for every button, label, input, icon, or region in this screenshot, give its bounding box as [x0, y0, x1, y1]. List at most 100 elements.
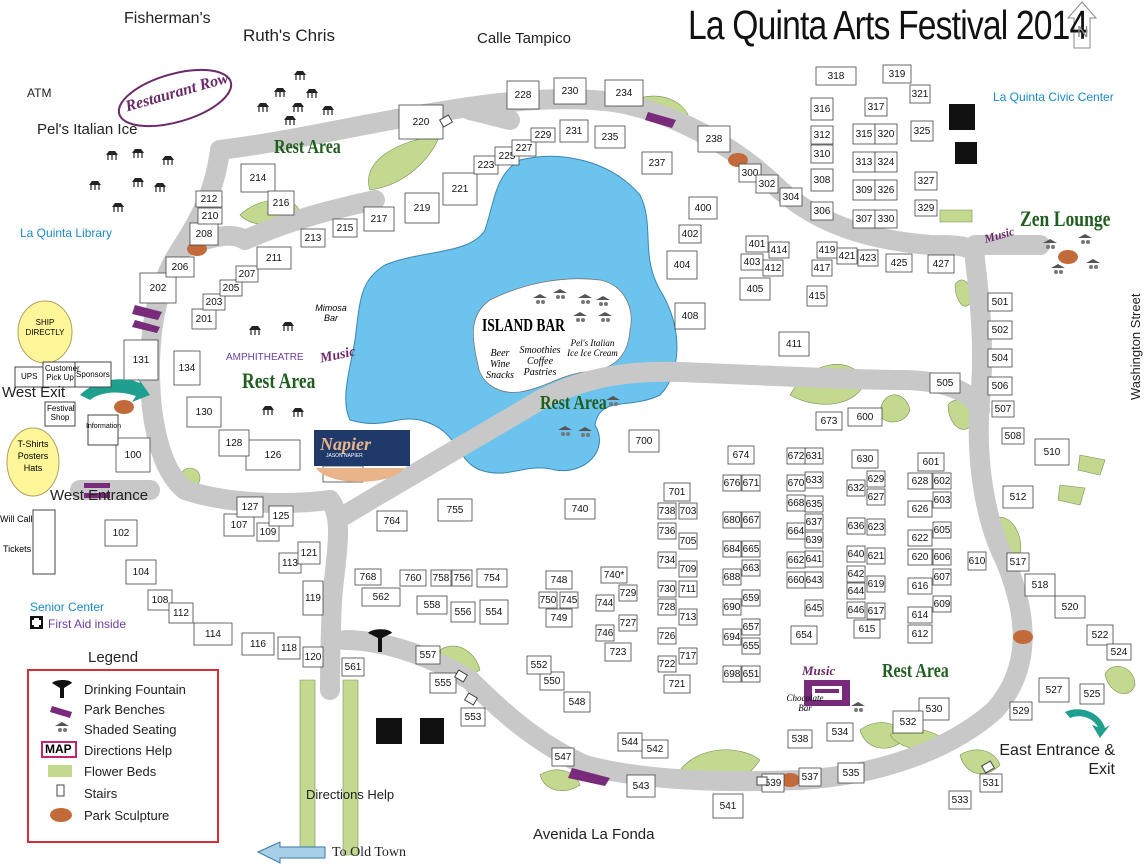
- booth-119: 119: [302, 580, 324, 616]
- booth-510: 510: [1034, 438, 1070, 466]
- legend-flower: Flower Beds: [84, 764, 157, 779]
- booth-642: 642: [846, 565, 866, 583]
- booth-660: 660: [786, 571, 806, 589]
- booth-709: 709: [678, 560, 698, 578]
- booth-623: 623: [866, 518, 886, 536]
- booth-label: 317: [868, 102, 885, 113]
- booth-label: 615: [859, 624, 876, 635]
- booth-325: 325: [910, 120, 934, 142]
- booth-726: 726: [657, 627, 677, 645]
- booth-label: 134: [179, 363, 196, 374]
- booth-label: 630: [857, 454, 874, 465]
- booth-label: 120: [305, 652, 322, 663]
- booth-label: 538: [792, 734, 809, 745]
- booth-632: 632: [846, 479, 866, 497]
- booth-label: 318: [828, 71, 845, 82]
- booth-label: 237: [649, 158, 666, 169]
- booth-619: 619: [866, 575, 886, 593]
- island-menu-3: Pel's Italian Ice Ice Cream: [567, 338, 618, 358]
- booth-403: 403: [740, 253, 764, 271]
- booth-label: 405: [747, 284, 764, 295]
- booth-659: 659: [741, 589, 761, 607]
- booth-738: 738: [657, 502, 677, 520]
- booth-502: 502: [987, 320, 1013, 340]
- booth-label: 108: [152, 595, 169, 606]
- booth-label: 654: [796, 630, 813, 641]
- booth-512: 512: [1002, 485, 1034, 509]
- booth-label: 502: [992, 325, 1009, 336]
- booth-518: 518: [1024, 573, 1056, 597]
- booth-label: 533: [952, 795, 969, 806]
- booth-label: 550: [544, 676, 561, 687]
- booth-228: 228: [506, 80, 540, 110]
- booth-label: 711: [680, 584, 696, 595]
- booth-label: 228: [515, 90, 532, 101]
- booth-657: 657: [741, 618, 761, 636]
- booth-729: 729: [618, 584, 638, 602]
- booth-754: 754: [476, 568, 508, 588]
- booth-703: 703: [678, 502, 698, 520]
- east-exit-arrow: [1065, 709, 1110, 738]
- booth-label: 534: [832, 727, 849, 738]
- booth-label: 330: [878, 214, 895, 225]
- booth-label: 505: [937, 378, 954, 389]
- booth-label: 632: [848, 483, 865, 494]
- booth-556: 556: [450, 601, 476, 623]
- booth-524: 524: [1106, 643, 1132, 661]
- ship-directly-label: SHIP DIRECTLY: [25, 318, 65, 337]
- booth-label: 543: [633, 781, 650, 792]
- booth-212: 212: [195, 190, 223, 208]
- booth-673: 673: [815, 411, 843, 431]
- booth-602: 602: [932, 472, 952, 490]
- booth-label: 730: [659, 584, 676, 595]
- booth-215: 215: [332, 218, 358, 238]
- tshirts-bubble: [6, 427, 60, 497]
- booth-414: 414: [768, 241, 790, 259]
- booth-411: 411: [778, 331, 810, 357]
- booth-530: 530: [918, 697, 950, 721]
- booth-517: 517: [1006, 552, 1030, 572]
- booth-230: 230: [553, 77, 587, 105]
- legend-box: [27, 669, 219, 843]
- booth-327: 327: [914, 171, 938, 191]
- booth-label: 507: [995, 404, 1012, 415]
- booth-412: 412: [762, 259, 784, 277]
- booth-label: 510: [1044, 447, 1061, 458]
- booth-label: 640: [848, 549, 865, 560]
- booth-208: 208: [189, 222, 219, 246]
- booth-label: 520: [1062, 602, 1079, 613]
- booth-312: 312: [810, 125, 834, 145]
- booth-609: 609: [932, 595, 952, 613]
- booth-label: 313: [856, 157, 873, 168]
- booth-674: 674: [727, 445, 755, 465]
- booth-label: 700: [636, 436, 653, 447]
- booth-665: 665: [741, 540, 761, 558]
- booth-622: 622: [907, 529, 933, 547]
- booth-237: 237: [641, 151, 673, 175]
- booth-label: 676: [724, 478, 741, 489]
- booth-628: 628: [907, 472, 933, 490]
- booth-713: 713: [678, 608, 698, 626]
- booth-330: 330: [874, 209, 898, 229]
- booth-533: 533: [948, 790, 972, 810]
- booth-label: 755: [447, 505, 464, 516]
- booth-504: 504: [987, 348, 1013, 368]
- booth-121: 121: [297, 541, 321, 565]
- booth-529: 529: [1009, 701, 1033, 721]
- booth-label: 609: [934, 599, 951, 610]
- booth-667: 667: [741, 511, 761, 529]
- booth-label: 107: [231, 520, 248, 531]
- booth-734: 734: [657, 551, 677, 569]
- booth-417: 417: [811, 259, 833, 277]
- booth-421: 421: [836, 247, 858, 265]
- booth-728: 728: [657, 598, 677, 616]
- booth-631: 631: [804, 447, 824, 465]
- booth-label: 555: [435, 678, 452, 689]
- booth-746: 746: [595, 624, 615, 642]
- booth-label: 768: [360, 572, 377, 583]
- booth-label: 213: [305, 233, 322, 244]
- booth-label: 421: [839, 251, 856, 262]
- booth-508: 508: [1001, 427, 1025, 445]
- booth-label: 556: [455, 607, 472, 618]
- legend-icons: [41, 680, 77, 822]
